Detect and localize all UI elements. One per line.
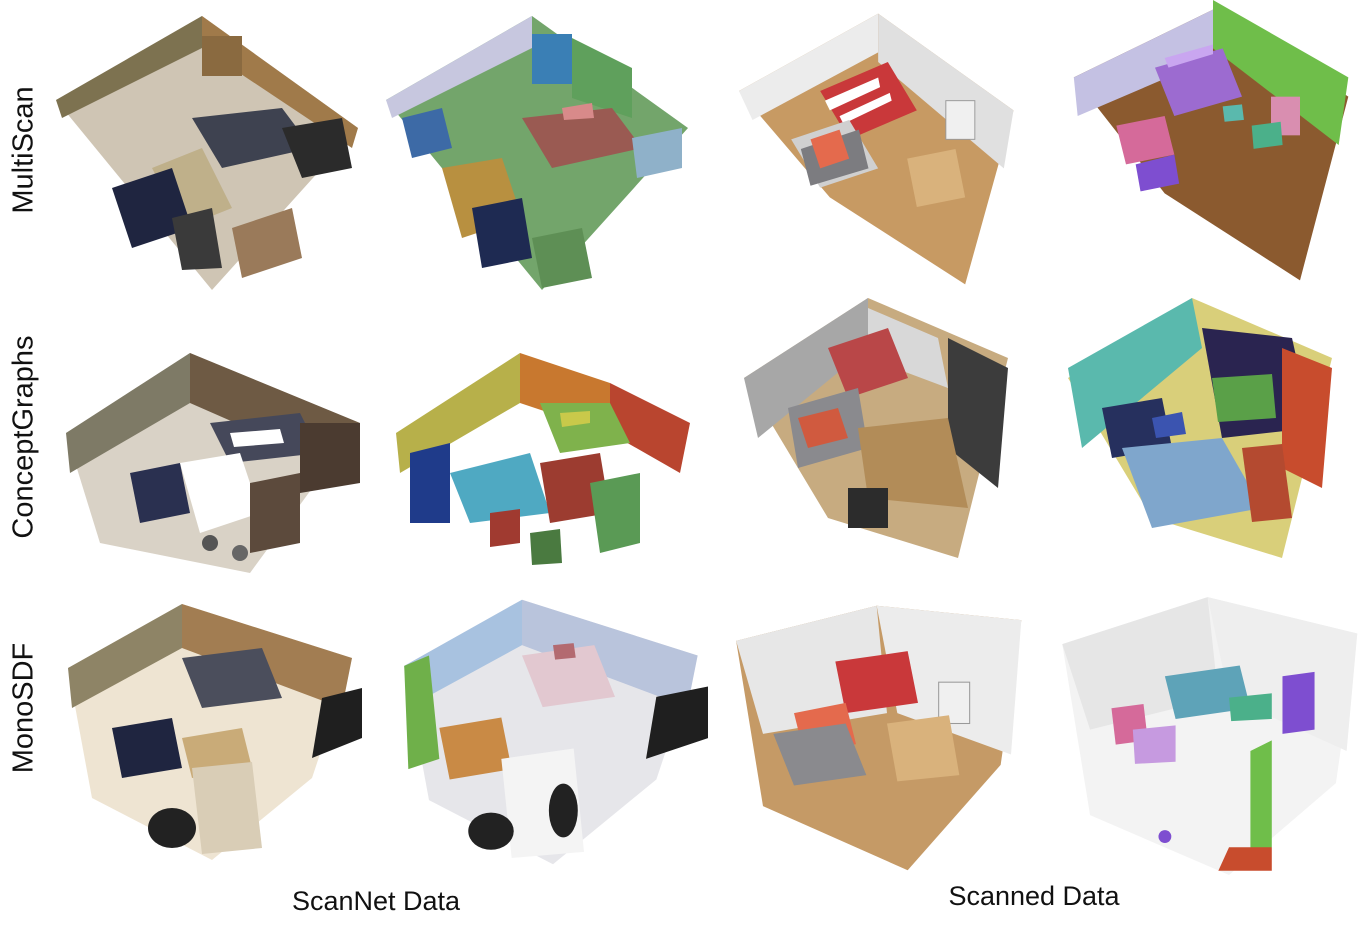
scene-render [66, 353, 360, 573]
panel-multiscan-scannet-semantic [382, 8, 692, 298]
panel-conceptgraphs-scanned-rgb [728, 288, 1038, 578]
row-label-multiscan: MultiScan [7, 86, 40, 214]
panel-multiscan-scanned-semantic [1058, 0, 1358, 290]
panel-monosdf-scanned-semantic [1058, 590, 1358, 880]
col-label-scannet-data: ScanNet Data [291, 886, 461, 916]
scene-render [386, 16, 688, 290]
panel-multiscan-scanned-rgb [728, 4, 1038, 294]
panel-conceptgraphs-scannet-rgb [60, 318, 370, 608]
scene-render [56, 16, 358, 290]
scene-render [738, 13, 1014, 285]
panel-conceptgraphs-scannet-semantic [390, 318, 700, 608]
col-label-scanned-data: Scanned Data [948, 881, 1120, 911]
scene-render [1068, 298, 1332, 558]
scene-render [736, 605, 1022, 871]
scene-render [1062, 597, 1358, 876]
scene-render [396, 353, 690, 573]
row-label-conceptgraphs: ConceptGraphs [7, 335, 40, 539]
panel-monosdf-scanned-rgb [732, 594, 1042, 884]
panel-conceptgraphs-scanned-semantic [1052, 288, 1358, 578]
panel-monosdf-scannet-rgb [62, 588, 372, 878]
scene-render [1073, 0, 1349, 281]
panel-multiscan-scannet-rgb [52, 8, 362, 298]
scene-render [744, 298, 1008, 558]
panel-monosdf-scannet-semantic [398, 588, 708, 878]
scene-render [404, 599, 708, 865]
scene-render [68, 604, 362, 860]
row-label-monosdf: MonoSDF [7, 642, 40, 774]
